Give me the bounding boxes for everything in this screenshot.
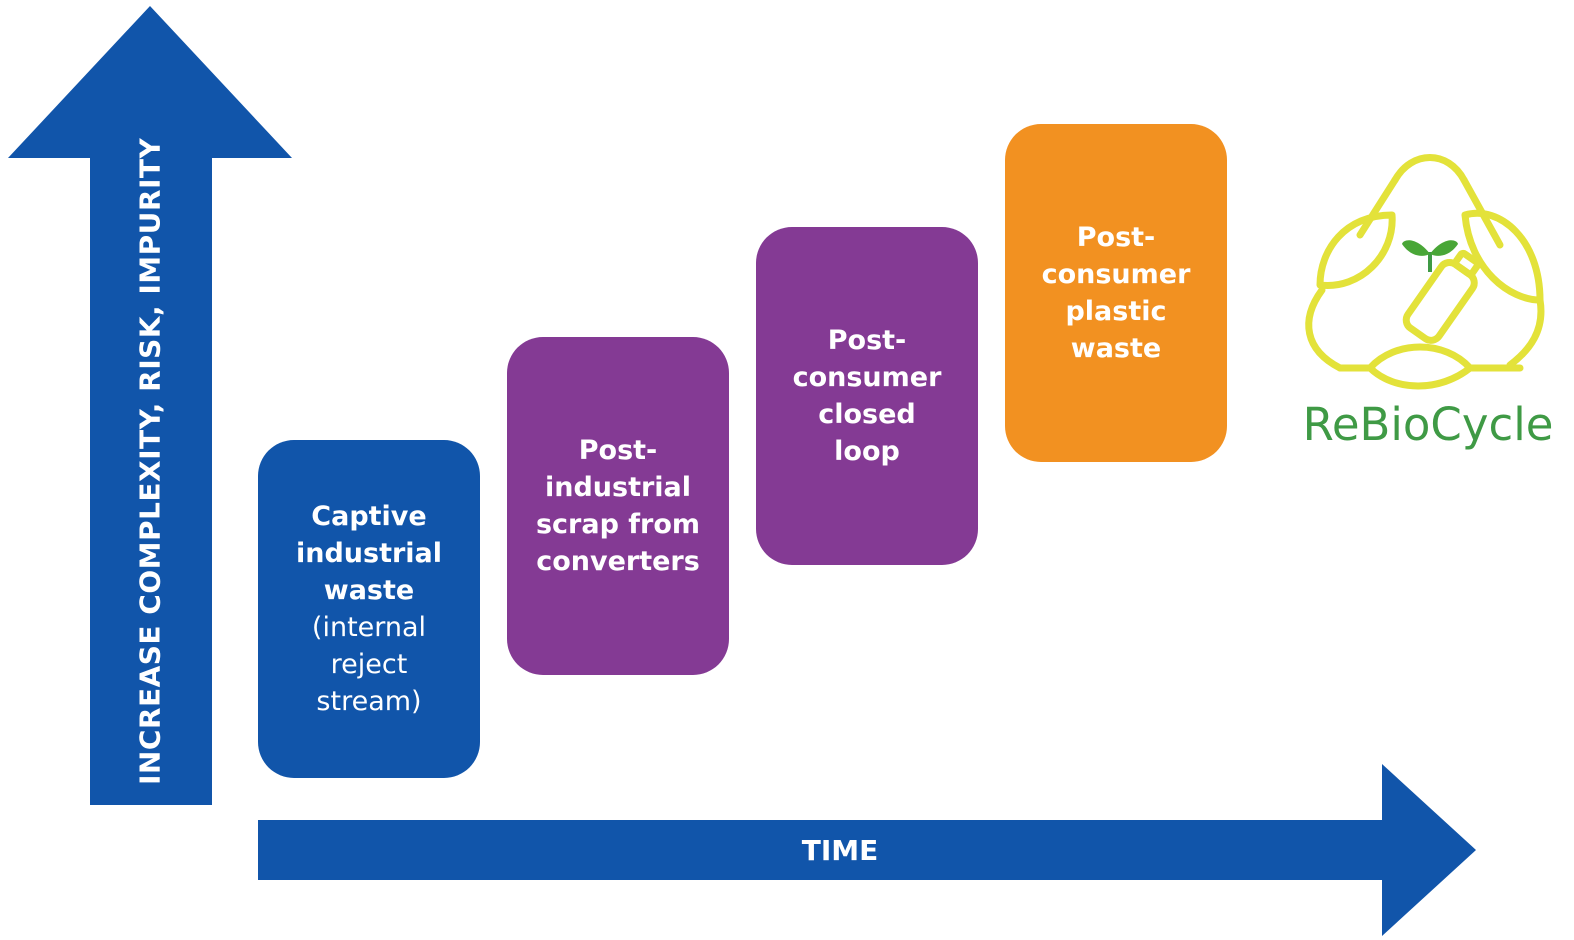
stage-text-line: industrial — [544, 472, 692, 503]
stage-text-line: Post- — [827, 325, 907, 356]
y-axis-label: INCREASE COMPLEXITY, RISK, IMPURITY — [133, 137, 167, 785]
x-axis-label: TIME — [801, 834, 879, 867]
stage-text-line: consumer — [792, 362, 942, 393]
sprout-icon — [1402, 240, 1458, 272]
stage-text-line: converters — [536, 546, 700, 577]
stage-text-line: Post- — [578, 435, 658, 466]
stage-text-line: closed — [818, 399, 916, 430]
stage-box-post-industrial-scrap: Post- industrial scrap from converters — [507, 337, 729, 675]
recycle-leaves-bottle-icon — [1305, 154, 1545, 390]
stage-text-line: (internal reject — [311, 612, 427, 680]
stage-text-line: Post- — [1076, 222, 1156, 253]
stage-text-line: loop — [834, 436, 900, 467]
stage-text-line: plastic — [1065, 296, 1167, 327]
stage-text-line: waste — [1070, 333, 1162, 364]
stage-text-line: stream) — [316, 686, 422, 717]
logo-wordmark: ReBioCycle — [1302, 398, 1554, 451]
stage-text-line: consumer — [1041, 259, 1191, 290]
horizontal-arrow — [258, 764, 1476, 936]
stage-box-captive-industrial-waste: Captive industrial waste (internal rejec… — [258, 440, 480, 778]
stage-box-post-consumer-plastic-waste: Post- consumer plastic waste — [1005, 124, 1227, 462]
stage-box-post-consumer-closed-loop: Post- consumer closed loop — [756, 227, 978, 565]
stage-text-line: scrap from — [535, 509, 701, 540]
stage-text-line: waste — [323, 575, 415, 606]
stage-text-line: Captive — [311, 501, 427, 532]
vertical-arrow — [8, 6, 292, 805]
stage-text-line: industrial — [295, 538, 443, 569]
